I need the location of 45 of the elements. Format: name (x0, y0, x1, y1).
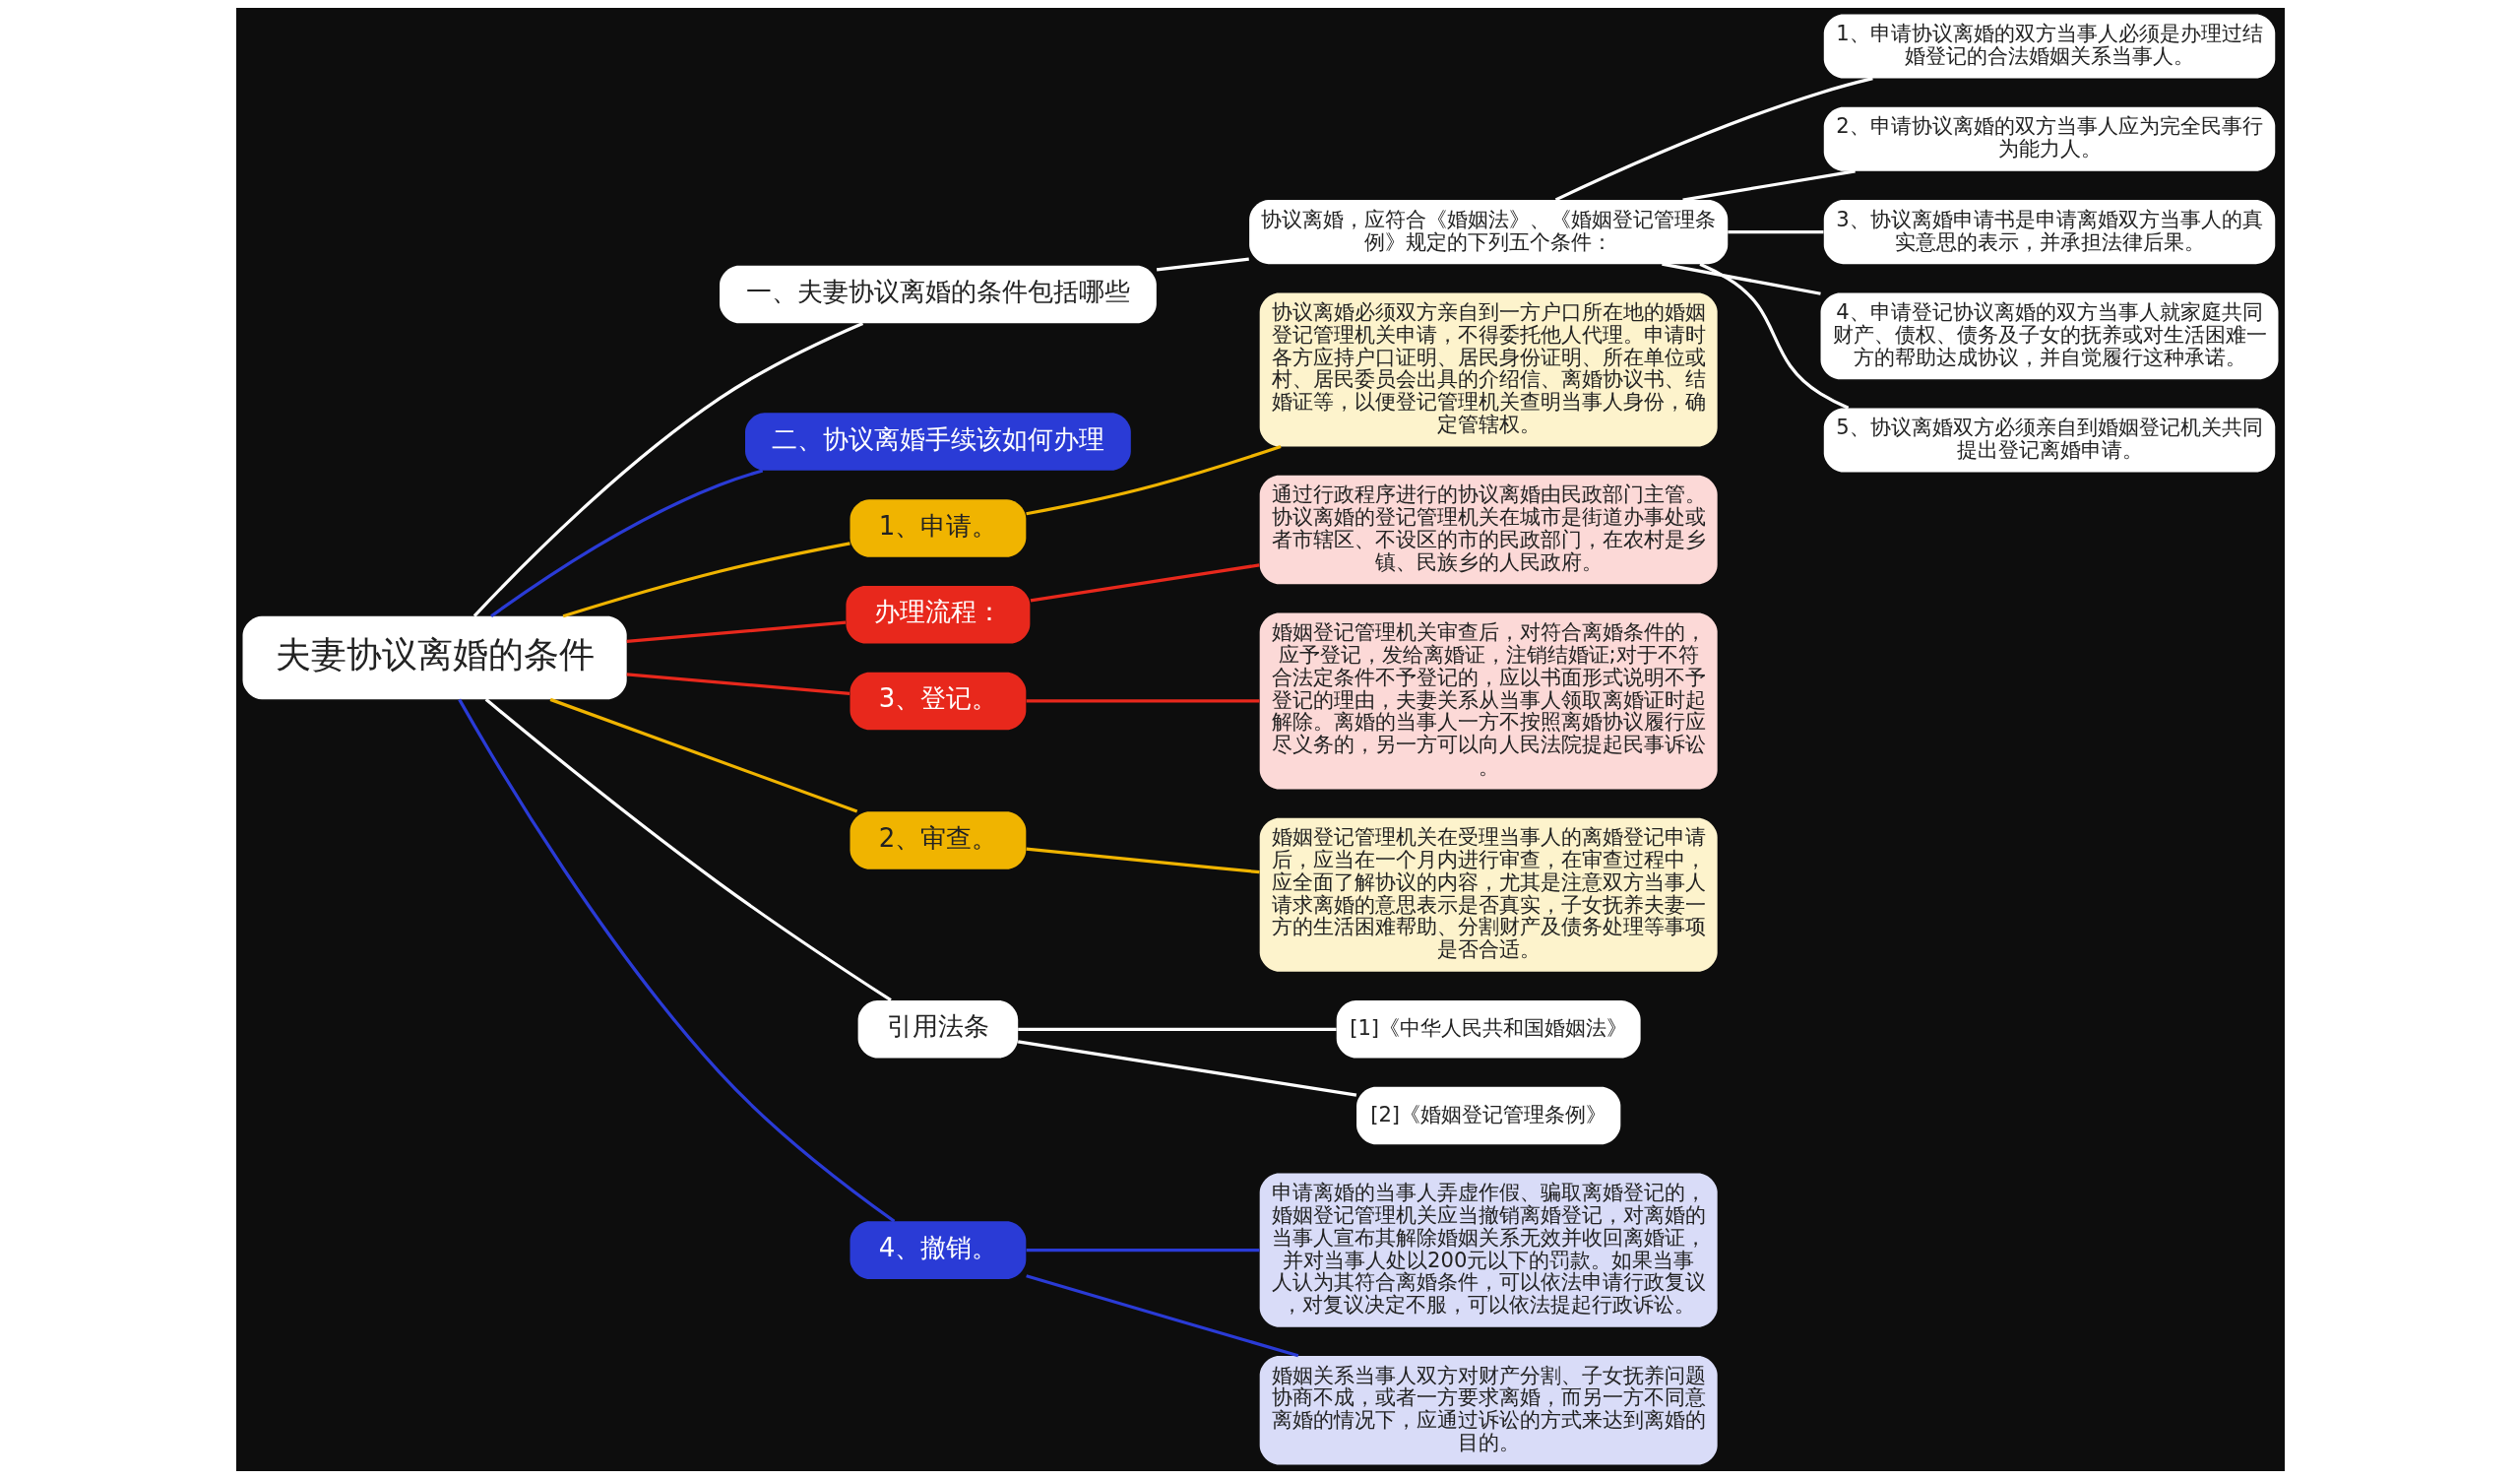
node-box: 二、协议离婚手续该如何办理 (744, 413, 1131, 471)
connector (1681, 169, 1856, 202)
connector (1026, 699, 1259, 703)
connector (1030, 563, 1260, 603)
connector (489, 469, 763, 618)
node-box: 夫妻协议离婚的条件 (242, 615, 627, 700)
connector (1025, 444, 1282, 516)
connector (626, 673, 850, 695)
connector (549, 697, 857, 813)
connector (1025, 847, 1260, 874)
node-box: [1]《中华人民共和国婚姻法》 (1336, 1000, 1641, 1059)
connector (457, 698, 895, 1223)
node-box: 3、登记。 (850, 672, 1026, 731)
node-box: 1、申请协议离婚的双方当事人必须是办理过结婚登记的合法婚姻关系当事人。 (1823, 14, 2275, 79)
node-box: 婚姻关系当事人双方对财产分割、子女抚养问题协商不成，或者一方要求离婚，而另一方不同意离婚的情况下，应通过诉讼的方式来达到离婚的目的。 (1259, 1355, 1718, 1465)
node-box: 一、夫妻协议离婚的条件包括哪些 (719, 265, 1157, 324)
connector (472, 321, 863, 617)
connector (562, 542, 850, 618)
node-box: 5、协议离婚双方必须亲自到婚姻登记机关共同提出登记离婚申请。 (1823, 408, 2275, 473)
node-box: 4、撤销。 (850, 1221, 1026, 1279)
node-box: 2、审查。 (850, 811, 1026, 869)
connector (1554, 77, 1873, 202)
connector (1017, 1040, 1356, 1097)
node-box: 办理流程： (845, 585, 1030, 644)
node-box: 申请离婚的当事人弄虚作假、骗取离婚登记的，婚姻登记管理机关应当撤销离婚登记，对离婚的当事人宣布其解除婚姻关系无效并收回离婚证，并对当事人处以200元以下的罚款。如果当事人认为其符合离婚条件，可以依法申请行政复议，对复议决定不服，可以依法提起行政诉讼。 (1259, 1173, 1718, 1327)
connector (1025, 1274, 1298, 1358)
connector (1017, 1027, 1337, 1031)
connector (1698, 262, 1849, 410)
connector (626, 620, 846, 643)
node-box: 协议离婚，应符合《婚姻法》、《婚姻登记管理条例》规定的下列五个条件： (1248, 200, 1728, 265)
connector (484, 698, 892, 1002)
node-box: [2]《婚姻登记管理条例》 (1355, 1086, 1620, 1145)
node-box: 婚姻登记管理机关审查后，对符合离婚条件的，应予登记，发给离婚证，注销结婚证;对于不符合法定条件不予登记的，应以书面形式说明不予登记的理由，夫妻关系从当事人领取离婚证时起解除。离婚的当事人一方不按照离婚协议履行应尽义务的，另一方可以向人民法院提起民事诉讼。 (1259, 612, 1718, 790)
connector (1156, 257, 1249, 272)
node-box: 协议离婚必须双方亲自到一方户口所在地的婚姻登记管理机关申请，不得委托他人代理。申请时各方应持户口证明、居民身份证明、所在单位或村、居民委员会出具的介绍信、离婚协议书、结婚证等，以便登记管理机关查明当事人身份，确定管辖权。 (1259, 292, 1718, 447)
node-box: 通过行政程序进行的协议离婚由民政部门主管。协议离婚的登记管理机关在城市是街道办事处或者市辖区、不设区的市的民政部门，在农村是乡镇、民族乡的人民政府。 (1259, 475, 1718, 585)
node-box: 4、申请登记协议离婚的双方当事人就家庭共同财产、债权、债务及子女的抚养或对生活困难一方的帮助达成协议，并自觉履行这种承诺。 (1820, 292, 2278, 380)
connector (1026, 1249, 1259, 1253)
node-box: 婚姻登记管理机关在受理当事人的离婚登记申请后，应当在一个月内进行审查，在审查过程中，应全面了解协议的内容，尤其是注意双方当事人请求离婚的意思表示是否真实，子女抚养夫妻一方的生活困难帮助、分割财产及债务处理等事项是否合适。 (1259, 817, 1718, 972)
connector (1727, 230, 1823, 234)
node-box: 2、申请协议离婚的双方当事人应为完全民事行为能力人。 (1823, 106, 2275, 171)
connector (1661, 262, 1821, 295)
node-box: 1、申请。 (850, 499, 1026, 557)
node-box: 引用法条 (857, 1000, 1018, 1059)
node-box: 3、协议离婚申请书是申请离婚双方当事人的真实意思的表示，并承担法律后果。 (1823, 200, 2275, 265)
